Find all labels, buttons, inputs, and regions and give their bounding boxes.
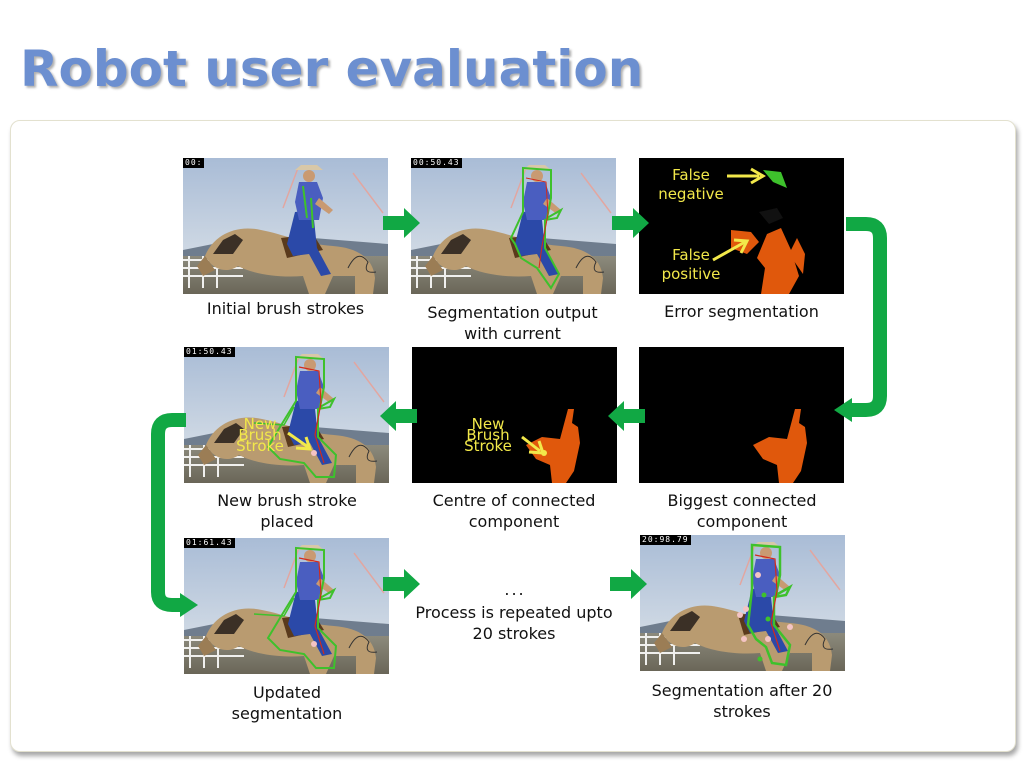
thumbnail-after-20-strokes: 20:98.79	[640, 535, 845, 671]
thumbnail-new-brush-stroke-placed: 01:50.43 New Brush Stroke	[184, 347, 389, 483]
thumbnail-initial-strokes: 00:	[183, 158, 388, 294]
slide-title: Robot user evaluation	[20, 40, 644, 98]
new-brush-stroke-label: New Brush Stroke	[464, 415, 512, 455]
thumbnail-error-segmentation: False negative False positive	[639, 158, 844, 294]
false-negative-label: False negative	[658, 166, 724, 203]
timestamp: 00:	[183, 158, 205, 168]
timestamp: 20:98.79	[640, 535, 691, 545]
caption-updated-segmentation: Updated segmentation	[231, 683, 343, 723]
caption-segmentation-output: Segmentation output with current	[427, 303, 598, 343]
new-brush-stroke-label: New Brush Stroke	[236, 415, 284, 455]
thumbnail-centre-of-component: New Brush Stroke	[412, 347, 617, 483]
caption-error-segmentation: Error segmentation	[664, 302, 819, 321]
caption-centre-of-component: Centre of connected component	[432, 491, 596, 531]
caption-after-20-strokes: Segmentation after 20 strokes	[651, 681, 833, 721]
repeat-description: Process is repeated upto 20 strokes	[415, 603, 613, 643]
caption-initial-strokes: Initial brush strokes	[206, 299, 365, 318]
ellipsis: ...	[504, 580, 526, 599]
timestamp: 01:61.43	[184, 538, 235, 548]
caption-new-brush-stroke-placed: New brush stroke placed	[217, 491, 357, 531]
timestamp: 00:50.43	[411, 158, 462, 168]
false-positive-label: False positive	[661, 246, 721, 283]
thumbnail-segmentation-output: 00:50.43	[411, 158, 616, 294]
caption-biggest-component: Biggest connected component	[667, 491, 817, 531]
thumbnail-updated-segmentation: 01:61.43	[184, 538, 389, 674]
thumbnail-biggest-component	[639, 347, 844, 483]
timestamp: 01:50.43	[184, 347, 235, 357]
